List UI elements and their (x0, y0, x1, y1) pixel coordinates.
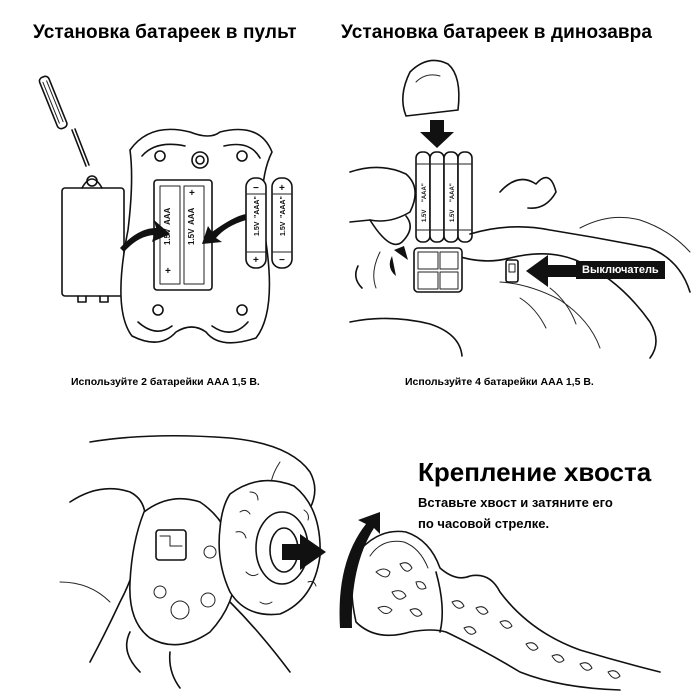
remote-slot-1-label: 1.5V (163, 228, 172, 245)
dino-leg (125, 497, 291, 689)
loose-battery-1-minus: − (253, 183, 259, 194)
remote-slot-2-type: AAA (187, 207, 196, 225)
dino-section-heading: Установка батареек в динозавра (341, 22, 653, 43)
remote-caption: Используйте 2 батарейки AAA 1,5 В. (71, 376, 260, 388)
loose-battery-1-type: "AAA" (254, 196, 261, 218)
clockwise-arrow-icon (339, 512, 380, 628)
dino-battery-voltage: 1.5V (422, 210, 428, 222)
remote-slot-2-label: 1.5V (187, 228, 196, 245)
remote-illustration: 1.5V AAA 1.5V AAA + + 1.5V "AAA" 1.5V "A… (38, 75, 293, 344)
screwdriver-icon (38, 75, 90, 167)
insert-arrow-right-icon (202, 214, 246, 244)
dino-battery-type-2: "AAA" (450, 183, 456, 202)
dino-battery-type: "AAA" (422, 183, 428, 202)
tail-piece (351, 530, 661, 691)
battery-compartment (413, 247, 463, 293)
switch-arrow-icon (526, 255, 576, 287)
loose-battery-1-plus: + (253, 255, 259, 266)
dino-battery-illustration: 1.5V "AAA" 1.5V "AAA" (349, 59, 691, 359)
remote-section-heading: Установка батареек в пульт (33, 22, 297, 43)
loose-battery-1-voltage: 1.5V (254, 221, 261, 236)
switch-label: Выключатель (576, 261, 665, 279)
tail-illustration (59, 434, 661, 691)
dino-batteries (415, 151, 473, 243)
dino-caption: Используйте 4 батарейки AAA 1,5 В. (405, 376, 594, 388)
remote-slot-1-type: AAA (163, 207, 172, 225)
tail-instructions: Вставьте хвост и затяните его по часовой… (418, 495, 613, 531)
tail-socket (218, 479, 321, 616)
down-arrow-icon (420, 120, 454, 148)
battery-cap (402, 59, 460, 117)
loose-battery-2-voltage: 1.5V (280, 221, 287, 236)
loose-batteries (245, 177, 293, 269)
rotate-arrow-icon (354, 265, 363, 289)
insert-arrow-left-icon (120, 220, 170, 252)
remote-body (120, 128, 273, 344)
loose-battery-2-minus: − (279, 255, 285, 266)
remote-slot-1-plus: + (165, 266, 171, 277)
twist-arrow-icon (389, 246, 408, 276)
remote-slot-2-plus: + (189, 188, 195, 199)
tail-section-heading: Крепление хвоста (418, 457, 652, 487)
battery-cover (61, 175, 125, 303)
loose-battery-2-type: "AAA" (280, 196, 287, 218)
dino-battery-voltage-2: 1.5V (450, 210, 456, 222)
tail-insert-arrow-icon (282, 534, 326, 570)
switch-icon (505, 259, 519, 283)
loose-battery-2-plus: + (279, 183, 285, 194)
